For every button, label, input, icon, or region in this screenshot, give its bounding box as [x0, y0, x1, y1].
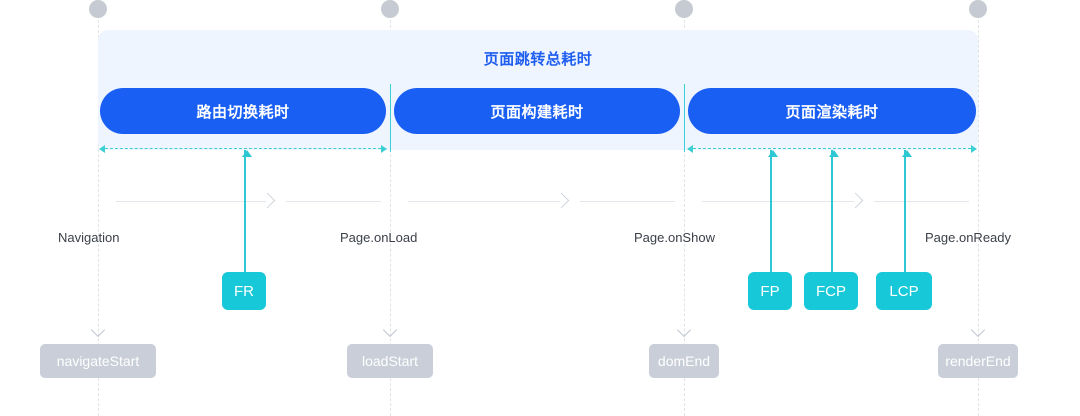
- timeline-node-label: Page.onLoad: [340, 230, 418, 245]
- phase-separator: [684, 84, 685, 152]
- milestone-arrow-icon: [90, 322, 106, 338]
- phase-bar-label: 页面渲染耗时: [785, 103, 879, 121]
- timeline-segment: [702, 201, 854, 202]
- route-switch-measure: [99, 145, 387, 153]
- phase-bar-label: 页面构建耗时: [490, 103, 584, 121]
- guide-line: [98, 0, 99, 416]
- milestone-chip[interactable]: loadStart: [347, 344, 433, 378]
- metric-badge-lcp[interactable]: LCP: [876, 272, 932, 310]
- timeline-arrow-icon: [259, 192, 276, 209]
- timeline-segment: [580, 201, 675, 202]
- total-duration-title: 页面跳转总耗时: [483, 51, 593, 68]
- metric-connector: [242, 150, 252, 272]
- milestone-arrow-icon: [676, 322, 692, 338]
- phase-bar[interactable]: 路由切换耗时: [100, 88, 386, 134]
- timeline-node-label: Page.onReady: [925, 230, 1012, 245]
- timeline-segment: [874, 201, 969, 202]
- milestone-chip[interactable]: renderEnd: [938, 344, 1018, 378]
- milestone-chip[interactable]: domEnd: [649, 344, 719, 378]
- metric-connector: [829, 150, 839, 272]
- timeline-segment: [408, 201, 560, 202]
- timeline-node-label: Navigation: [58, 230, 120, 245]
- timeline-node-dot[interactable]: [89, 0, 107, 18]
- metric-badge-fr[interactable]: FR: [222, 272, 266, 310]
- metric-connector: [902, 150, 912, 272]
- render-measure: [687, 145, 977, 153]
- timeline-arrow-icon: [847, 192, 864, 209]
- guide-line: [684, 0, 685, 416]
- phase-separator: [390, 84, 391, 152]
- milestone-arrow-icon: [970, 322, 986, 338]
- timeline-arrow-icon: [553, 192, 570, 209]
- timeline-node-label: Page.onShow: [634, 230, 715, 245]
- guide-line: [390, 0, 391, 416]
- metric-connector: [768, 150, 778, 272]
- timeline-segment: [116, 201, 266, 202]
- metric-badge-fp[interactable]: FP: [748, 272, 792, 310]
- phase-bar[interactable]: 页面渲染耗时: [688, 88, 976, 134]
- timeline-node-dot[interactable]: [381, 0, 399, 18]
- phase-bar-label: 路由切换耗时: [196, 103, 290, 121]
- timeline-segment: [286, 201, 381, 202]
- phase-bar[interactable]: 页面构建耗时: [394, 88, 680, 134]
- metric-badge-fcp[interactable]: FCP: [804, 272, 858, 310]
- timeline-node-dot[interactable]: [969, 0, 987, 18]
- guide-line: [978, 0, 979, 416]
- timeline-node-dot[interactable]: [675, 0, 693, 18]
- milestone-arrow-icon: [382, 322, 398, 338]
- milestone-chip[interactable]: navigateStart: [40, 344, 156, 378]
